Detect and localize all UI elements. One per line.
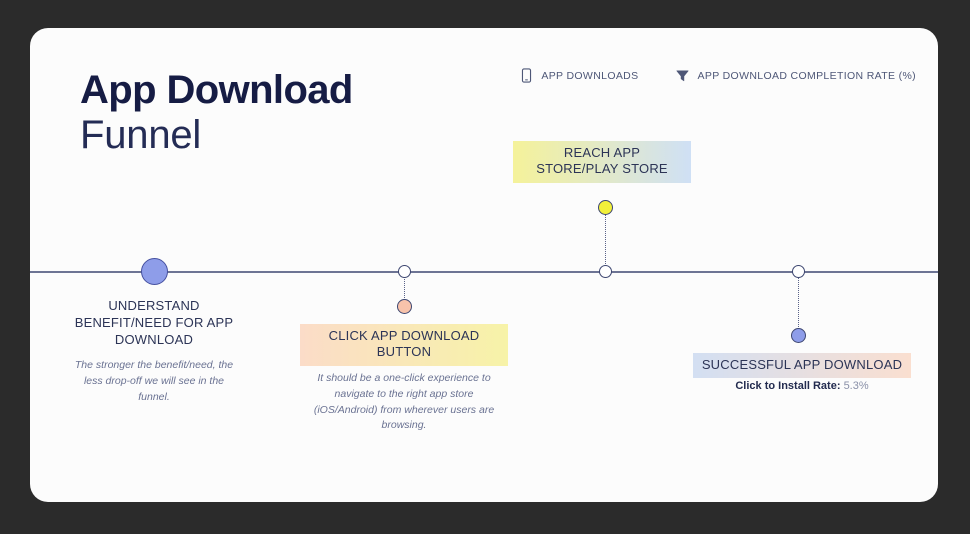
milestone-label-successful-download: SUCCESSFUL APP DOWNLOAD: [693, 353, 911, 379]
node-axis-successful-download[interactable]: [792, 265, 805, 278]
milestone-successful-download[interactable]: SUCCESSFUL APP DOWNLOAD Click to Install…: [678, 28, 938, 502]
node-axis-reach-app-store[interactable]: [599, 265, 612, 278]
milestone-reach-app-store[interactable]: REACH APP STORE/PLAY STORE: [482, 28, 691, 502]
legend-item-completion-rate[interactable]: APP DOWNLOAD COMPLETION RATE (%): [676, 68, 916, 83]
milestone-metric-successful-download: Click to Install Rate: 5.3%: [693, 380, 911, 392]
milestone-label-click-download-button: CLICK APP DOWNLOAD BUTTON: [300, 324, 508, 366]
stem-click-download-button: [404, 276, 406, 306]
node-value-successful-download[interactable]: [791, 328, 806, 343]
page-title: App Download Funnel: [80, 70, 353, 156]
timeline-axis: [30, 271, 938, 273]
title-line-primary: App Download: [80, 68, 353, 112]
node-value-reach-app-store[interactable]: [598, 200, 613, 215]
legend-label-completion-rate: APP DOWNLOAD COMPLETION RATE (%): [697, 69, 916, 82]
title-line-secondary: Funnel: [80, 112, 202, 157]
stem-successful-download: [798, 276, 800, 333]
milestone-label-understand-benefit: UNDERSTAND BENEFIT/NEED FOR APP DOWNLOAD: [74, 298, 234, 348]
milestone-understand-benefit[interactable]: UNDERSTAND BENEFIT/NEED FOR APP DOWNLOAD…: [30, 28, 278, 502]
milestone-description-understand-benefit: The stronger the benefit/need, the less …: [74, 359, 234, 403]
metric-value-click-to-install: 5.3%: [843, 380, 869, 392]
node-value-click-download-button[interactable]: [397, 299, 412, 314]
legend-label-app-downloads: APP DOWNLOADS: [541, 69, 639, 82]
node-axis-click-download-button[interactable]: [398, 265, 411, 278]
legend: APP DOWNLOADS APP DOWNLOAD COMPLETION RA…: [520, 68, 916, 83]
infographic-card: App Download Funnel APP DOWNLOADS APP DO…: [30, 28, 938, 502]
funnel-icon: [676, 70, 689, 82]
smartphone-icon: [522, 68, 532, 83]
metric-label-click-to-install: Click to Install Rate:: [735, 380, 841, 392]
node-understand-benefit[interactable]: [141, 258, 168, 285]
milestone-click-download-button[interactable]: CLICK APP DOWNLOAD BUTTON It should be a…: [278, 28, 508, 502]
milestone-description-click-download-button: It should be a one-click experience to n…: [313, 372, 495, 432]
stem-reach-app-store: [605, 215, 607, 266]
legend-item-app-downloads[interactable]: APP DOWNLOADS: [520, 68, 638, 83]
milestone-label-reach-app-store: REACH APP STORE/PLAY STORE: [513, 141, 691, 183]
